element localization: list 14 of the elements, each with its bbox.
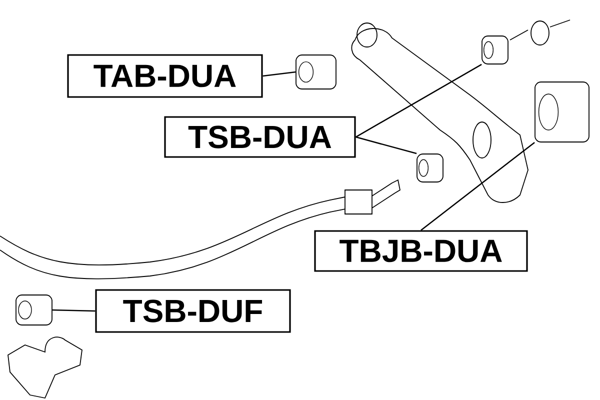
part-number-box: TAB-DUA [67,54,263,98]
leader-line [262,71,296,77]
part-drawing [482,36,508,64]
part-number-box: TSB-DUF [95,289,291,333]
part-number-box: TBJB-DUA [314,230,528,272]
part-drawing [16,294,52,326]
part-drawing [416,154,444,182]
leader-line [355,64,482,138]
part-drawing [296,54,336,90]
leader-line [52,309,96,312]
leader-line [420,142,535,231]
leader-line [356,136,417,154]
part-number-box: TSB-DUA [164,116,356,158]
part-drawing [534,82,590,142]
